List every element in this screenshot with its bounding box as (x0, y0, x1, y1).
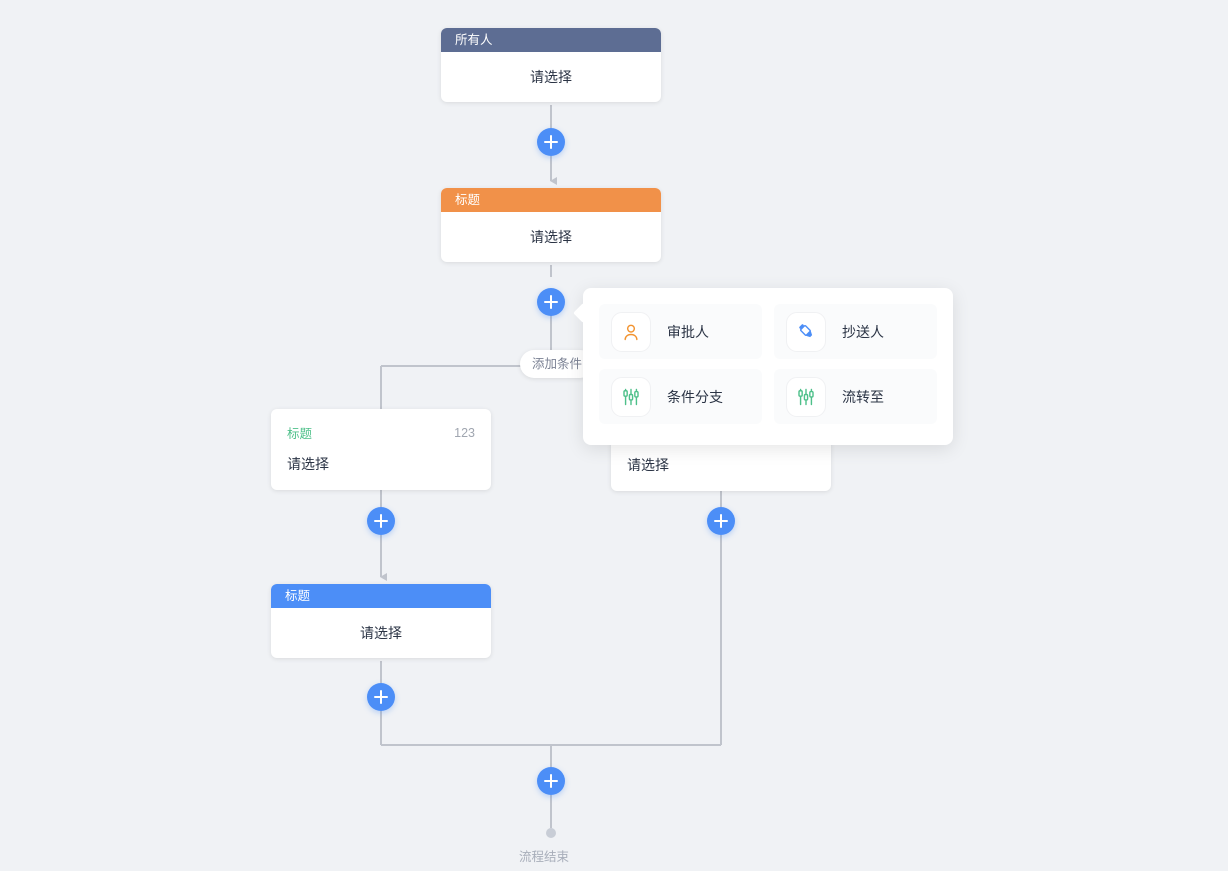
flow-end-dot (546, 828, 556, 838)
add-node-popup-menu: 审批人 抄送人 (573, 288, 953, 445)
popup-item-label: 条件分支 (667, 388, 723, 405)
node-body-label[interactable]: 请选择 (530, 69, 572, 85)
add-node-button-2[interactable] (537, 288, 565, 316)
condition-header-row: 标题 123 (287, 423, 475, 442)
condition-body-label[interactable]: 请选择 (287, 456, 329, 472)
node-body-label[interactable]: 请选择 (360, 625, 402, 641)
popup-item-label: 抄送人 (842, 323, 884, 340)
condition-title-label: 标题 (287, 427, 313, 441)
add-node-button-1[interactable] (537, 128, 565, 156)
add-node-button-5[interactable] (707, 507, 735, 535)
condition-priority-number: 123 (454, 425, 475, 440)
popup-items-grid: 审批人 抄送人 (599, 304, 937, 424)
condition-body-label[interactable]: 请选择 (627, 457, 669, 473)
node-start-all-users[interactable]: 所有人 请选择 (441, 28, 661, 102)
popup-tail (573, 303, 593, 323)
node-body-label[interactable]: 请选择 (530, 229, 572, 245)
add-condition-button[interactable]: 添加条件 (520, 350, 595, 378)
node-condition-left[interactable]: 标题 123 请选择 (271, 409, 491, 490)
node-header-label: 标题 (441, 188, 661, 212)
flow-end-label: 流程结束 (519, 850, 570, 864)
popup-item-label: 流转至 (842, 388, 884, 405)
popup-item-transfer-to[interactable]: 流转至 (774, 369, 937, 424)
node-header-label: 所有人 (441, 28, 661, 52)
node-header-label: 标题 (271, 584, 491, 608)
sliders-icon (786, 376, 826, 417)
person-icon (611, 311, 651, 352)
node-approver-orange[interactable]: 标题 请选择 (441, 188, 661, 262)
popup-item-condition-branch[interactable]: 条件分支 (599, 369, 762, 424)
popup-item-approver[interactable]: 审批人 (599, 304, 762, 359)
add-node-button-4[interactable] (367, 683, 395, 711)
node-cc-blue[interactable]: 标题 请选择 (271, 584, 491, 658)
add-node-button-6[interactable] (537, 767, 565, 795)
popup-item-label: 审批人 (667, 323, 709, 340)
sliders-icon (611, 376, 651, 417)
popup-item-cc[interactable]: 抄送人 (774, 304, 937, 359)
pen-icon (786, 311, 826, 352)
add-node-button-3[interactable] (367, 507, 395, 535)
